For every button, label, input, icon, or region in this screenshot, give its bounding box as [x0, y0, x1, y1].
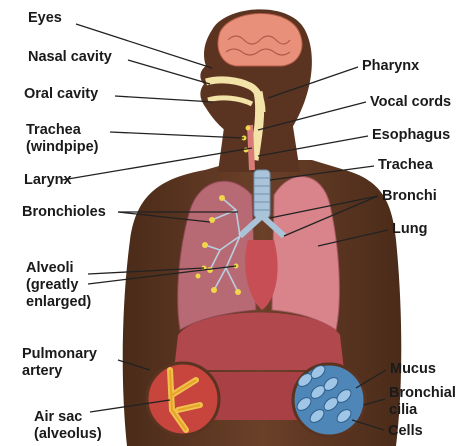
label-cells: Cells: [388, 423, 423, 440]
label-pharynx: Pharynx: [362, 58, 419, 75]
label-bronchioles: Bronchioles: [22, 204, 106, 221]
label-lung: Lung: [392, 221, 427, 238]
label-mucus: Mucus: [390, 361, 436, 378]
label-esophagus: Esophagus: [372, 127, 450, 144]
label-oral-cavity: Oral cavity: [24, 86, 98, 103]
label-eyes: Eyes: [28, 10, 62, 27]
label-vocal-cords: Vocal cords: [370, 94, 451, 111]
label-larynx: Larynx: [24, 172, 72, 189]
label-alveoli: Alveoli (greatly enlarged): [26, 260, 91, 311]
label-bronchi: Bronchi: [382, 188, 437, 205]
label-nasal-cavity: Nasal cavity: [28, 49, 112, 66]
label-pulmonary-artery: Pulmonary artery: [22, 346, 97, 380]
label-trachea-windpipe: Trachea (windpipe): [26, 122, 99, 156]
label-air-sac: Air sac (alveolus): [34, 409, 102, 443]
label-trachea: Trachea: [378, 157, 433, 174]
label-bronchial-cilia: Bronchial cilia: [389, 385, 456, 419]
